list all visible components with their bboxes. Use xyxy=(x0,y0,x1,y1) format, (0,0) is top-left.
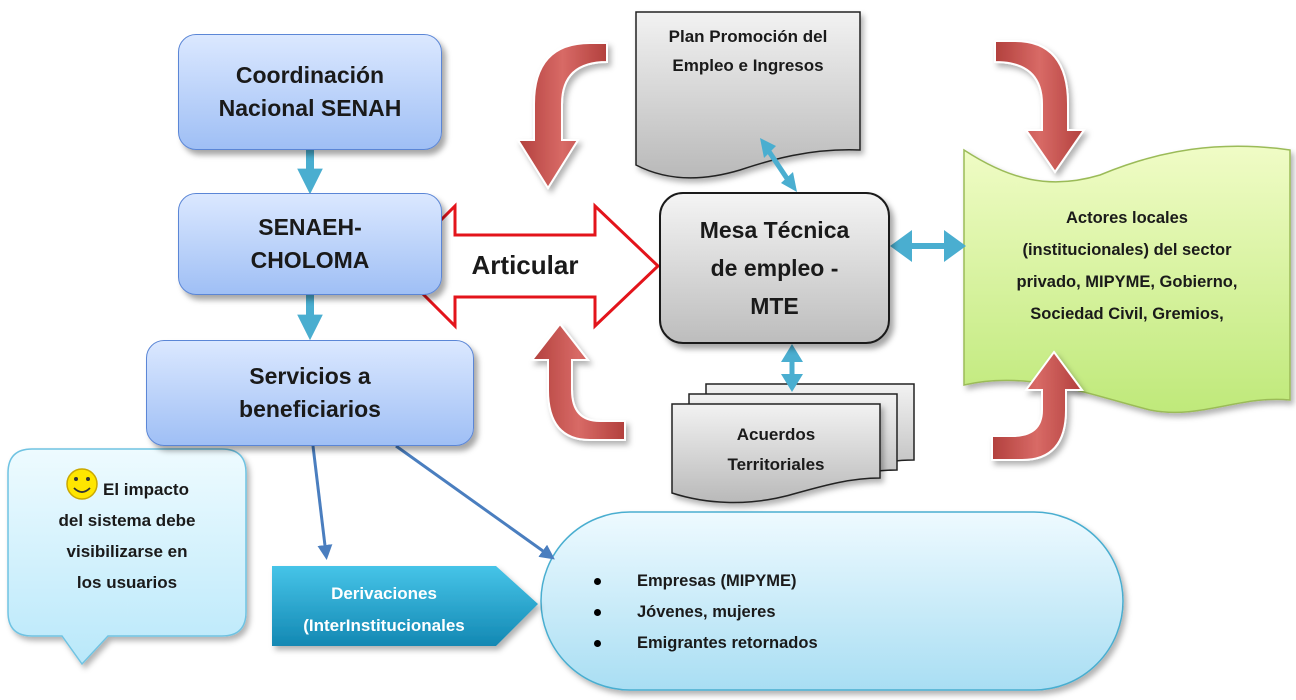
curved-arrow-top-left xyxy=(516,42,608,190)
derivaciones-line-3: ) xyxy=(272,642,496,646)
servicios-line-1: Servicios a xyxy=(249,363,371,389)
servicios-line-2: beneficiarios xyxy=(239,396,381,422)
callout-line-2: del sistema debe xyxy=(58,511,196,530)
callout-line-1: El impacto xyxy=(103,480,189,499)
arrow-servicios-derivaciones xyxy=(311,445,333,560)
articular-double-arrow xyxy=(392,202,661,330)
callout-shape xyxy=(7,448,247,666)
acuerdos-document-text[interactable]: Acuerdos Territoriales xyxy=(672,420,880,480)
beneficiaries-oval-shape xyxy=(540,511,1124,691)
actores-line-1: Actores locales xyxy=(1066,209,1188,227)
list-item: Emigrantes retornados xyxy=(592,628,912,659)
arrow-mesa-actores xyxy=(890,230,966,262)
mesa-line-3: MTE xyxy=(750,293,799,319)
bullet-icon xyxy=(594,609,601,616)
bullet-icon xyxy=(594,578,601,585)
acuerdos-line-1: Acuerdos xyxy=(736,425,816,444)
bullet-icon xyxy=(594,640,601,647)
beneficiaries-list: Empresas (MIPYME) Jóvenes, mujeres Emigr… xyxy=(592,566,912,659)
arrow-mesa-plan xyxy=(760,138,797,192)
actores-locales-text[interactable]: Actores locales (institucionales) del se… xyxy=(968,202,1286,330)
smiley-icon xyxy=(66,468,98,500)
derivaciones-line-1: Derivaciones xyxy=(331,584,437,603)
derivaciones-arrow-shape xyxy=(272,566,538,646)
derivaciones-text[interactable]: Derivaciones (InterInstitucionales ) xyxy=(272,578,496,646)
coordinacion-nacional-box[interactable]: Coordinación Nacional SENAH xyxy=(178,34,442,150)
senaeh-line-2: CHOLOMA xyxy=(250,247,370,273)
servicios-beneficiarios-box[interactable]: Servicios a beneficiarios xyxy=(146,340,474,446)
callout-line-3: visibilizarse en xyxy=(66,542,188,561)
curved-arrow-top-right xyxy=(994,40,1086,174)
actores-line-3: privado, MIPYME, Gobierno, xyxy=(1016,273,1238,291)
articular-label: Articular xyxy=(471,250,579,280)
coordinacion-line-2: Nacional SENAH xyxy=(218,95,402,121)
plan-line-2: Empleo e Ingresos xyxy=(672,56,824,75)
arrow-servicios-beneficiarios xyxy=(395,444,555,560)
mesa-line-2: de empleo - xyxy=(710,255,839,281)
derivaciones-line-2: (InterInstitucionales xyxy=(303,616,465,635)
mesa-line-1: Mesa Técnica xyxy=(699,217,850,243)
coordinacion-line-1: Coordinación xyxy=(235,62,385,88)
actores-line-2: (institucionales) del sector xyxy=(1022,241,1232,259)
senaeh-line-1: SENAEH- xyxy=(258,214,362,240)
actores-banner-shape xyxy=(963,145,1291,414)
list-item: Jóvenes, mujeres xyxy=(592,597,912,628)
acuerdos-line-2: Territoriales xyxy=(727,455,825,474)
senaeh-choloma-box[interactable]: SENAEH- CHOLOMA xyxy=(178,193,442,295)
plan-document-text[interactable]: Plan Promoción del Empleo e Ingresos xyxy=(640,22,856,80)
callout-line-4: los usuarios xyxy=(76,573,178,592)
arrow-mesa-acuerdos xyxy=(781,344,803,392)
list-item: Empresas (MIPYME) xyxy=(592,566,912,597)
acuerdos-document-front xyxy=(671,403,881,504)
plan-line-1: Plan Promoción del xyxy=(668,27,828,46)
callout-text: El impacto del sistema debe visibilizars… xyxy=(14,474,240,598)
actores-line-4: Sociedad Civil, Gremios, xyxy=(1030,305,1224,323)
curved-arrow-bottom-right xyxy=(991,350,1084,461)
plan-document-shape xyxy=(635,11,861,179)
mesa-tecnica-box[interactable]: Mesa Técnica de empleo - MTE xyxy=(659,192,890,344)
curved-arrow-bottom-left xyxy=(529,322,626,441)
